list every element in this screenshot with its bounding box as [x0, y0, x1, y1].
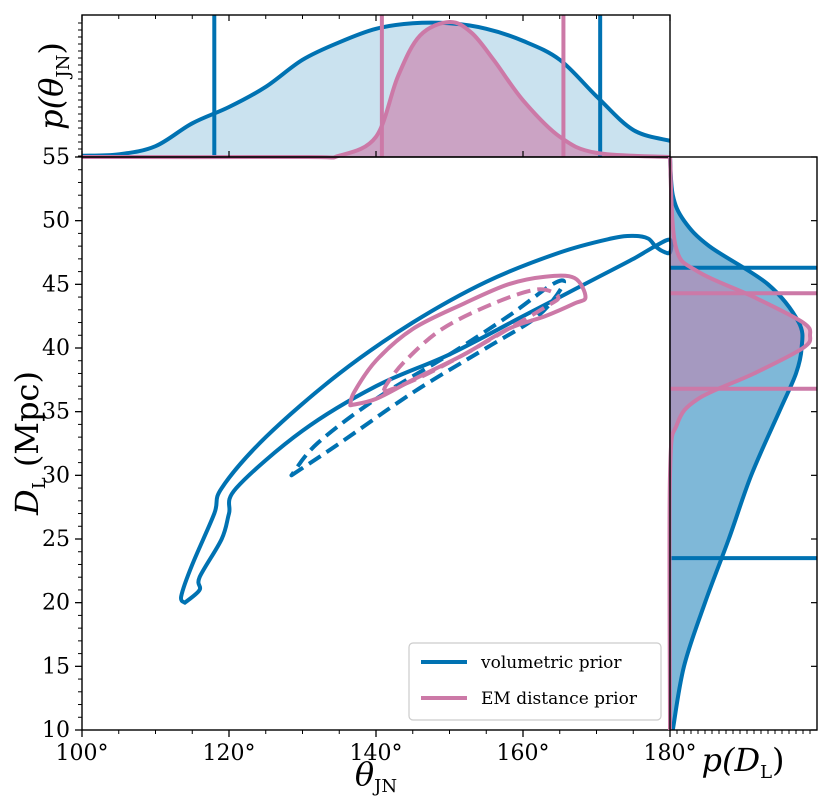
- legend-label-volumetric: volumetric prior: [480, 653, 622, 673]
- y-tick-label-9: 55: [42, 145, 70, 170]
- x-tick-label-3: 160°: [497, 741, 550, 766]
- right-panel-frame: [669, 156, 818, 731]
- right-panel-xlabel: p(DL): [701, 741, 784, 783]
- joint-panel: 100° 120° 140° 160° 180° 10 15 20 25 30 35 40 45 50 55: [42, 145, 697, 766]
- contour-volumetric-outer: [178, 233, 674, 605]
- y-tick-label-8: 50: [42, 209, 70, 234]
- legend: volumetric prior EM distance prior: [408, 642, 662, 721]
- legend-label-em: EM distance prior: [481, 689, 638, 709]
- top-marginal-panel: [78, 14, 671, 160]
- right-density-line-volumetric: [668, 156, 805, 731]
- joint-panel-xlabel: θJN: [355, 755, 397, 797]
- x-tick-label-0: 100°: [56, 741, 109, 766]
- right-marginal-panel: [667, 156, 818, 734]
- y-tick-label-7: 45: [42, 272, 70, 297]
- right-density-fill-em: [669, 157, 811, 730]
- y-tick-label-3: 25: [42, 527, 70, 552]
- y-tick-label-6: 40: [42, 336, 70, 361]
- y-tick-label-5: 35: [42, 400, 70, 425]
- legend-box: [408, 642, 662, 721]
- y-tick-label-4: 30: [42, 463, 70, 488]
- y-tick-label-2: 20: [42, 591, 70, 616]
- contour-volumetric-inner: [289, 278, 567, 478]
- x-tick-label-4: 180°: [644, 741, 697, 766]
- top-density-line-volumetric: [81, 20, 671, 158]
- contour-em-inner: [381, 287, 561, 395]
- contour-em-outer: [348, 273, 588, 408]
- joint-panel-ylabel: DL (Mpc): [8, 371, 50, 516]
- top-density-fill-em: [82, 21, 670, 158]
- x-tick-label-2: 140°: [350, 741, 403, 766]
- y-tick-label-0: 10: [42, 718, 70, 743]
- y-tick-label-1: 15: [42, 654, 70, 679]
- x-tick-label-1: 120°: [203, 741, 256, 766]
- top-panel-ylabel: p(θJN): [32, 42, 74, 130]
